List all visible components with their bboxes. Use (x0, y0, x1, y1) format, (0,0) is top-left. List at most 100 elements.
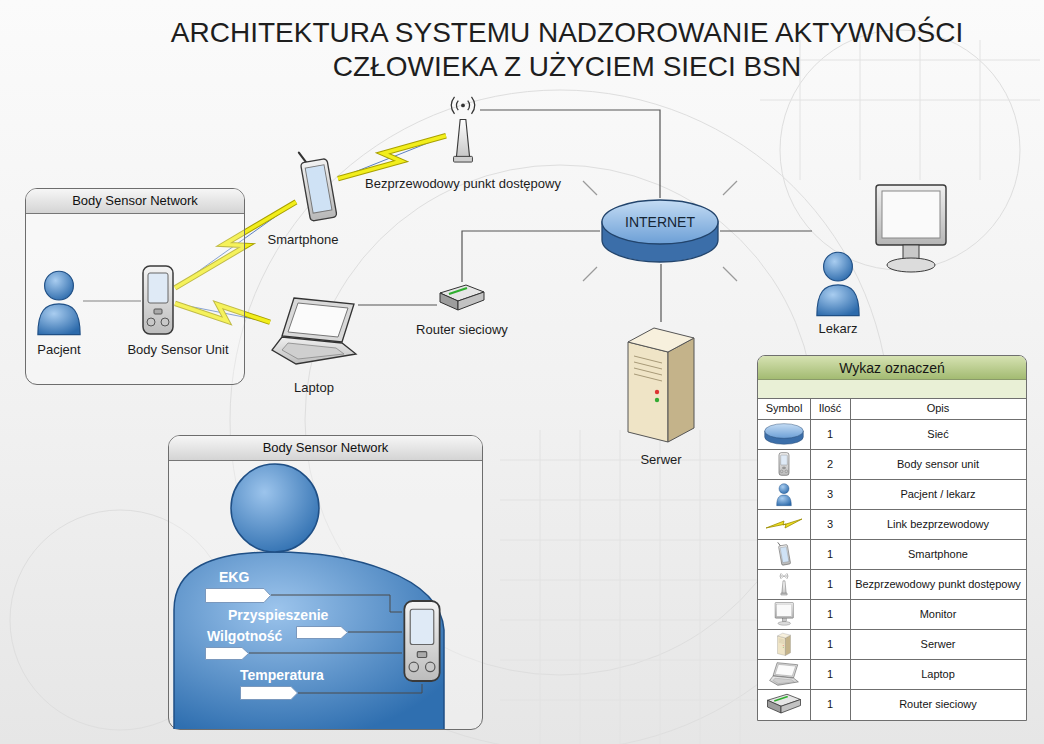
device-icon-part (148, 273, 168, 303)
antenna-icon-part (454, 156, 473, 162)
wireless-bolt (338, 136, 446, 179)
legend-symbol (764, 662, 804, 686)
legend-description: Link bezprzewodowy (850, 509, 1026, 539)
network-link (661, 264, 662, 322)
bsn-group: Body Sensor NetworkEKGPrzyspieszenieWilg… (168, 435, 483, 730)
sensor-label: Wilgotność (207, 628, 282, 644)
legend-symbol-part (778, 636, 786, 656)
legend-symbol-part (779, 545, 791, 566)
patient-figure-part (410, 609, 434, 644)
device-icon (141, 264, 175, 336)
server-icon-part (668, 338, 694, 442)
wireless-link (338, 136, 446, 179)
wireless-bolt-outline (338, 136, 446, 179)
legend-symbol-part (777, 495, 792, 506)
legend-symbol-part (778, 633, 791, 638)
legend-description: Router sieciowy (850, 689, 1026, 719)
laptop-icon-part (272, 337, 356, 364)
spike (583, 181, 597, 195)
legend-count: 1 (810, 689, 850, 719)
network-link (720, 231, 812, 232)
person-icon (814, 247, 862, 317)
network-link-line (358, 304, 437, 305)
patient-figure-part (404, 601, 439, 681)
access-point-node: Bezprzewodowy punkt dostępowy (446, 92, 480, 166)
legend-description: Serwer (850, 629, 1026, 659)
sensor-label: EKG (219, 569, 249, 585)
device-icon-part (147, 318, 155, 326)
antenna-icon-part (451, 97, 475, 114)
server-icon-part (628, 328, 694, 352)
router-icon-part (440, 293, 458, 310)
person-icon (35, 266, 83, 336)
legend-count: 3 (810, 479, 850, 509)
sensor-label: Przyspieszenie (228, 607, 328, 623)
patient-figure-part (417, 652, 426, 658)
sensor-arrow-shape (206, 589, 271, 603)
legend-symbol-part (778, 622, 791, 626)
group-header: Body Sensor Network (26, 189, 244, 214)
monitor-icon (870, 183, 950, 275)
legend-count: 1 (810, 659, 850, 689)
laptop-icon-part (282, 298, 354, 342)
person-icon-part (824, 252, 853, 281)
server-icon-part (655, 390, 659, 394)
legend-symbol-part (775, 603, 793, 619)
legend-description: Body sensor unit (850, 449, 1026, 479)
laptop-icon (270, 296, 358, 366)
legend-symbol (764, 632, 804, 656)
decor-grid (500, 430, 760, 744)
monitor-icon-part (876, 185, 946, 245)
legend-symbol-part (782, 645, 784, 647)
spike (723, 267, 737, 281)
phone-icon-part (305, 165, 332, 213)
legend-count: 2 (810, 449, 850, 479)
legend-description: Sieć (850, 419, 1026, 449)
legend-symbol-part (780, 573, 788, 579)
network-link-line (720, 230, 812, 231)
network-link (462, 231, 600, 282)
sensor-tag: Przyspieszenie (296, 626, 348, 639)
sensor-arrow (205, 588, 271, 603)
patient-figure-part (404, 601, 439, 681)
group-header: Body Sensor Network (169, 436, 482, 461)
network-link (358, 305, 437, 306)
spike (723, 181, 737, 195)
patient-figure-part (174, 552, 444, 729)
legend-grid-lines (758, 398, 1026, 720)
legend-symbol-part (780, 470, 783, 473)
legend-symbol-part (781, 593, 787, 595)
sensor-tag: Temperatura (240, 686, 298, 700)
legend-description: Laptop (850, 659, 1026, 689)
background-grid (500, 40, 1040, 744)
legend-symbol-part (779, 484, 789, 494)
phone-icon-part (300, 158, 337, 221)
body-sensor-unit: Body Sensor Unit (141, 264, 175, 336)
node-label: Bezprzewodowy punkt dostępowy (365, 176, 561, 192)
legend-symbol (764, 482, 804, 506)
netdisc-icon (600, 198, 720, 264)
patient-node: Pacjent (35, 266, 83, 336)
node-label: Body Sensor Unit (127, 342, 228, 358)
phone-icon (296, 150, 338, 224)
monitor-icon-part (903, 245, 919, 259)
legend-symbol (764, 452, 804, 476)
legend-subband (758, 379, 1026, 398)
legend-count: 1 (810, 419, 850, 449)
legend-symbol-part (779, 639, 785, 644)
sensor-arrow (240, 686, 298, 700)
legend-symbol (764, 542, 804, 566)
legend-symbol-part (765, 424, 804, 439)
legend-description: Pacjent / lekarz (850, 479, 1026, 509)
legend-symbol-part (774, 697, 788, 702)
antenna-icon-part (456, 120, 469, 158)
legend-symbol (764, 692, 804, 716)
sensor-arrow-shape (206, 648, 249, 660)
node-label: Pacjent (37, 342, 80, 358)
legend-description: Smartphone (850, 539, 1026, 569)
legend-symbol-part (773, 678, 794, 683)
sensor-arrow-shape (241, 687, 298, 700)
legend-symbol (764, 512, 804, 536)
server-node: Serwer (624, 322, 698, 444)
